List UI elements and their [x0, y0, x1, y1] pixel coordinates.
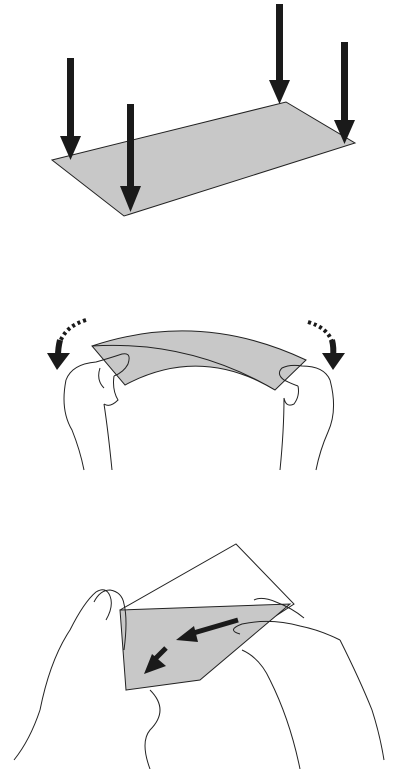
down-arrow-icon [334, 42, 355, 144]
envelope-flap [120, 604, 290, 690]
flatten-envelope-illustration [0, 530, 394, 769]
bend-paper-illustration [0, 300, 394, 475]
hand-icon [279, 365, 333, 470]
flatten-envelope-panel [0, 530, 394, 769]
paper-sheet [92, 331, 306, 390]
curved-arrow-icon [47, 320, 86, 370]
down-arrow-icon [60, 58, 81, 160]
flatten-paper-panel [0, 0, 394, 235]
bend-paper-panel [0, 300, 394, 475]
down-arrow-icon [269, 4, 290, 104]
flatten-paper-illustration [0, 0, 394, 235]
curved-arrow-icon [308, 322, 345, 370]
paper-sheet [52, 102, 355, 216]
